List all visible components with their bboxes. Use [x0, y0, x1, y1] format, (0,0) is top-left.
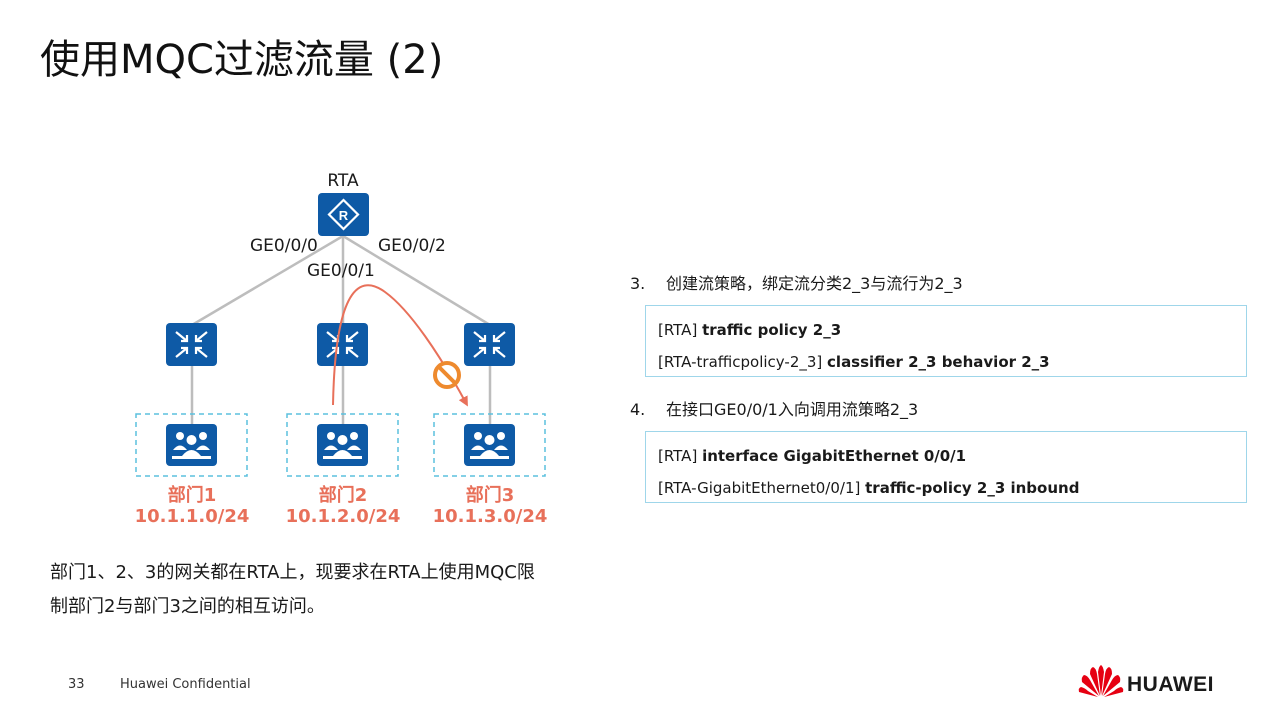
dept2-name: 部门2 [319, 484, 368, 506]
huawei-logo-icon [1078, 665, 1124, 697]
step-text: 创建流策略，绑定流分类2_3与流行为2_3 [666, 274, 963, 293]
step-3-heading: 3. 创建流策略，绑定流分类2_3与流行为2_3 [630, 270, 963, 294]
interface-label-ge000: GE0/0/0 [250, 236, 318, 256]
interface-label-ge002: GE0/0/2 [378, 236, 446, 256]
interface-label-ge001: GE0/0/1 [307, 261, 375, 281]
command-line: [RTA] interface GigabitEthernet 0/0/1 [658, 440, 1246, 472]
dept1-subnet: 10.1.1.0/24 [135, 506, 250, 527]
command-prompt: [RTA] [658, 321, 703, 339]
dept3-subnet: 10.1.3.0/24 [433, 506, 548, 527]
command-text: traffic-policy 2_3 inbound [865, 479, 1080, 497]
switch-icon [464, 323, 515, 366]
command-prompt: [RTA-trafficpolicy-2_3] [658, 353, 828, 371]
dept3-dashed-box [433, 413, 546, 477]
step-number: 3. [630, 274, 646, 293]
dept2-dashed-box [286, 413, 399, 477]
link-rta-switch1 [191, 234, 344, 327]
dept3-name: 部门3 [466, 484, 515, 506]
brand-name: HUAWEI [1127, 673, 1214, 696]
description-line-1: 部门1、2、3的网关都在RTA上，现要求在RTA上使用MQC限 [50, 562, 535, 583]
router-label: RTA [327, 171, 359, 191]
command-prompt: [RTA-GigabitEthernet0/0/1] [658, 479, 866, 497]
switch-icon [317, 323, 368, 366]
user-group-icon [317, 424, 368, 466]
page-number: 33 [68, 677, 85, 692]
command-text: classifier 2_3 behavior 2_3 [827, 353, 1050, 371]
blocked-flow-arrow [332, 284, 468, 407]
user-group-icon [464, 424, 515, 466]
step-4-command-box: [RTA] interface GigabitEthernet 0/0/1 [R… [645, 431, 1247, 503]
page-title: 使用MQC过滤流量 (2) [40, 37, 444, 83]
block-icon [433, 361, 461, 389]
link-rta-switch3 [342, 234, 491, 327]
dept1-dashed-box [135, 413, 248, 477]
command-line: [RTA-trafficpolicy-2_3] classifier 2_3 b… [658, 346, 1246, 378]
step-4-heading: 4. 在接口GE0/0/1入向调用流策略2_3 [630, 396, 918, 420]
command-line: [RTA-GigabitEthernet0/0/1] traffic-polic… [658, 472, 1246, 504]
step-text: 在接口GE0/0/1入向调用流策略2_3 [666, 400, 919, 419]
svg-text:R: R [339, 208, 349, 223]
step-3-command-box: [RTA] traffic policy 2_3 [RTA-trafficpol… [645, 305, 1247, 377]
switch-icon [166, 323, 217, 366]
dept2-subnet: 10.1.2.0/24 [286, 506, 401, 527]
command-prompt: [RTA] [658, 447, 703, 465]
description-line-2: 制部门2与部门3之间的相互访问。 [50, 596, 325, 617]
confidential-label: Huawei Confidential [120, 677, 251, 692]
scenario-description: 部门1、2、3的网关都在RTA上，现要求在RTA上使用MQC限 制部门2与部门3… [50, 556, 650, 624]
command-line: [RTA] traffic policy 2_3 [658, 314, 1246, 346]
step-number: 4. [630, 400, 646, 419]
command-text: traffic policy 2_3 [702, 321, 842, 339]
dept1-name: 部门1 [168, 484, 217, 506]
user-group-icon [166, 424, 217, 466]
router-icon: R [318, 193, 369, 236]
topology-links [190, 234, 492, 424]
command-text: interface GigabitEthernet 0/0/1 [702, 447, 967, 465]
